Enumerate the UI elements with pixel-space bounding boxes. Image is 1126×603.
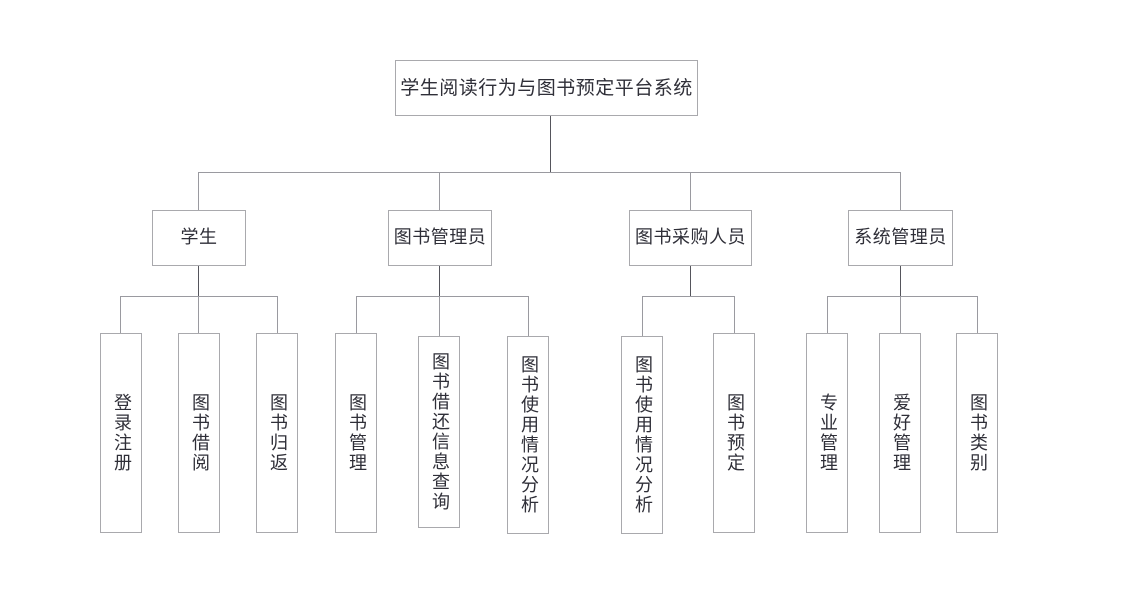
connector-group-2-drop-3 <box>528 296 529 336</box>
connector-group-3-drop-1 <box>642 296 643 336</box>
role-node-admin[interactable]: 系统管理员 <box>848 210 953 266</box>
connector-group-1-drop-3 <box>277 296 278 333</box>
connector-group-4-drop-2 <box>900 296 901 333</box>
leaf-node-major-management[interactable]: 专业管理 <box>806 333 848 533</box>
leaf-node-book-management[interactable]: 图书管理 <box>335 333 377 533</box>
connector-bus-to-role-4 <box>900 172 901 210</box>
connector-group-4-bar <box>827 296 978 297</box>
connector-group-3-bar <box>642 296 735 297</box>
leaf-node-book-category[interactable]: 图书类别 <box>956 333 998 533</box>
connector-group-2-drop-2 <box>439 296 440 336</box>
role-node-purchaser[interactable]: 图书采购人员 <box>629 210 752 266</box>
role-node-librarian[interactable]: 图书管理员 <box>388 210 492 266</box>
connector-role-1-stem <box>198 266 199 296</box>
connector-group-2-bar <box>356 296 529 297</box>
connector-group-1-drop-1 <box>120 296 121 333</box>
leaf-node-hobby-management[interactable]: 爱好管理 <box>879 333 921 533</box>
root-node[interactable]: 学生阅读行为与图书预定平台系统 <box>395 60 698 116</box>
connector-group-4-drop-3 <box>977 296 978 333</box>
leaf-node-usage-analysis-purchaser[interactable]: 图书使用情况分析 <box>621 336 663 534</box>
leaf-node-login-register[interactable]: 登录注册 <box>100 333 142 533</box>
leaf-node-book-borrow[interactable]: 图书借阅 <box>178 333 220 533</box>
leaf-node-borrow-return-query[interactable]: 图书借还信息查询 <box>418 336 460 528</box>
connector-role-4-stem <box>900 266 901 296</box>
connector-role-3-stem <box>690 266 691 296</box>
connector-bus-to-role-2 <box>439 172 440 210</box>
connector-group-3-drop-2 <box>734 296 735 333</box>
connector-main-bus <box>198 172 901 173</box>
leaf-node-usage-analysis-librarian[interactable]: 图书使用情况分析 <box>507 336 549 534</box>
role-node-student[interactable]: 学生 <box>152 210 246 266</box>
connector-role-2-stem <box>439 266 440 296</box>
connector-group-4-drop-1 <box>827 296 828 333</box>
leaf-node-book-return[interactable]: 图书归返 <box>256 333 298 533</box>
connector-bus-to-role-3 <box>690 172 691 210</box>
connector-group-1-drop-2 <box>198 296 199 333</box>
connector-root-trunk <box>550 116 551 173</box>
connector-bus-to-role-1 <box>198 172 199 210</box>
leaf-node-book-reservation[interactable]: 图书预定 <box>713 333 755 533</box>
connector-group-2-drop-1 <box>356 296 357 333</box>
